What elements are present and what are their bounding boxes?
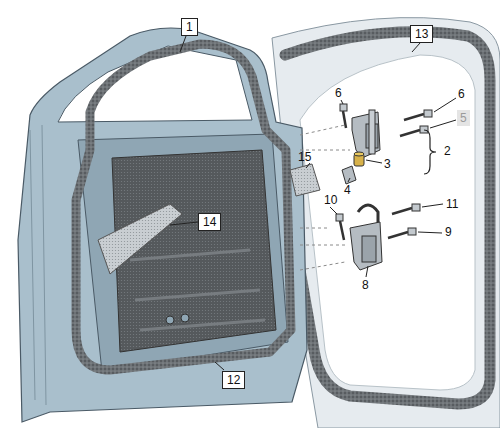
callout-number: 6 [335,86,342,100]
callout-number: 9 [445,225,452,239]
pad [290,164,320,196]
callout-number: 10 [324,193,337,207]
sound-pad [98,204,182,274]
lower-hinge [350,205,382,270]
callout-number: 3 [384,157,391,171]
callout-number: 2 [444,144,451,158]
body-seal [285,32,490,404]
door-shell [18,28,307,422]
body-opening [272,18,500,428]
bolts [336,104,432,240]
callout-number: 5 [457,110,470,126]
leader-lines [170,36,456,370]
hinge-plate [342,166,356,184]
callout-number: 15 [298,150,311,164]
callout-number: 6 [458,87,465,101]
callout-number: 14 [198,213,221,231]
upper-hinge [352,110,380,158]
callout-number: 1 [181,18,198,36]
callout-number: 13 [410,25,433,43]
callout-number: 11 [446,197,458,211]
door-seal [76,44,291,370]
callout-number: 12 [222,371,245,389]
bushing [354,152,364,166]
callout-number: 8 [362,278,369,292]
callout-number: 4 [344,183,351,197]
